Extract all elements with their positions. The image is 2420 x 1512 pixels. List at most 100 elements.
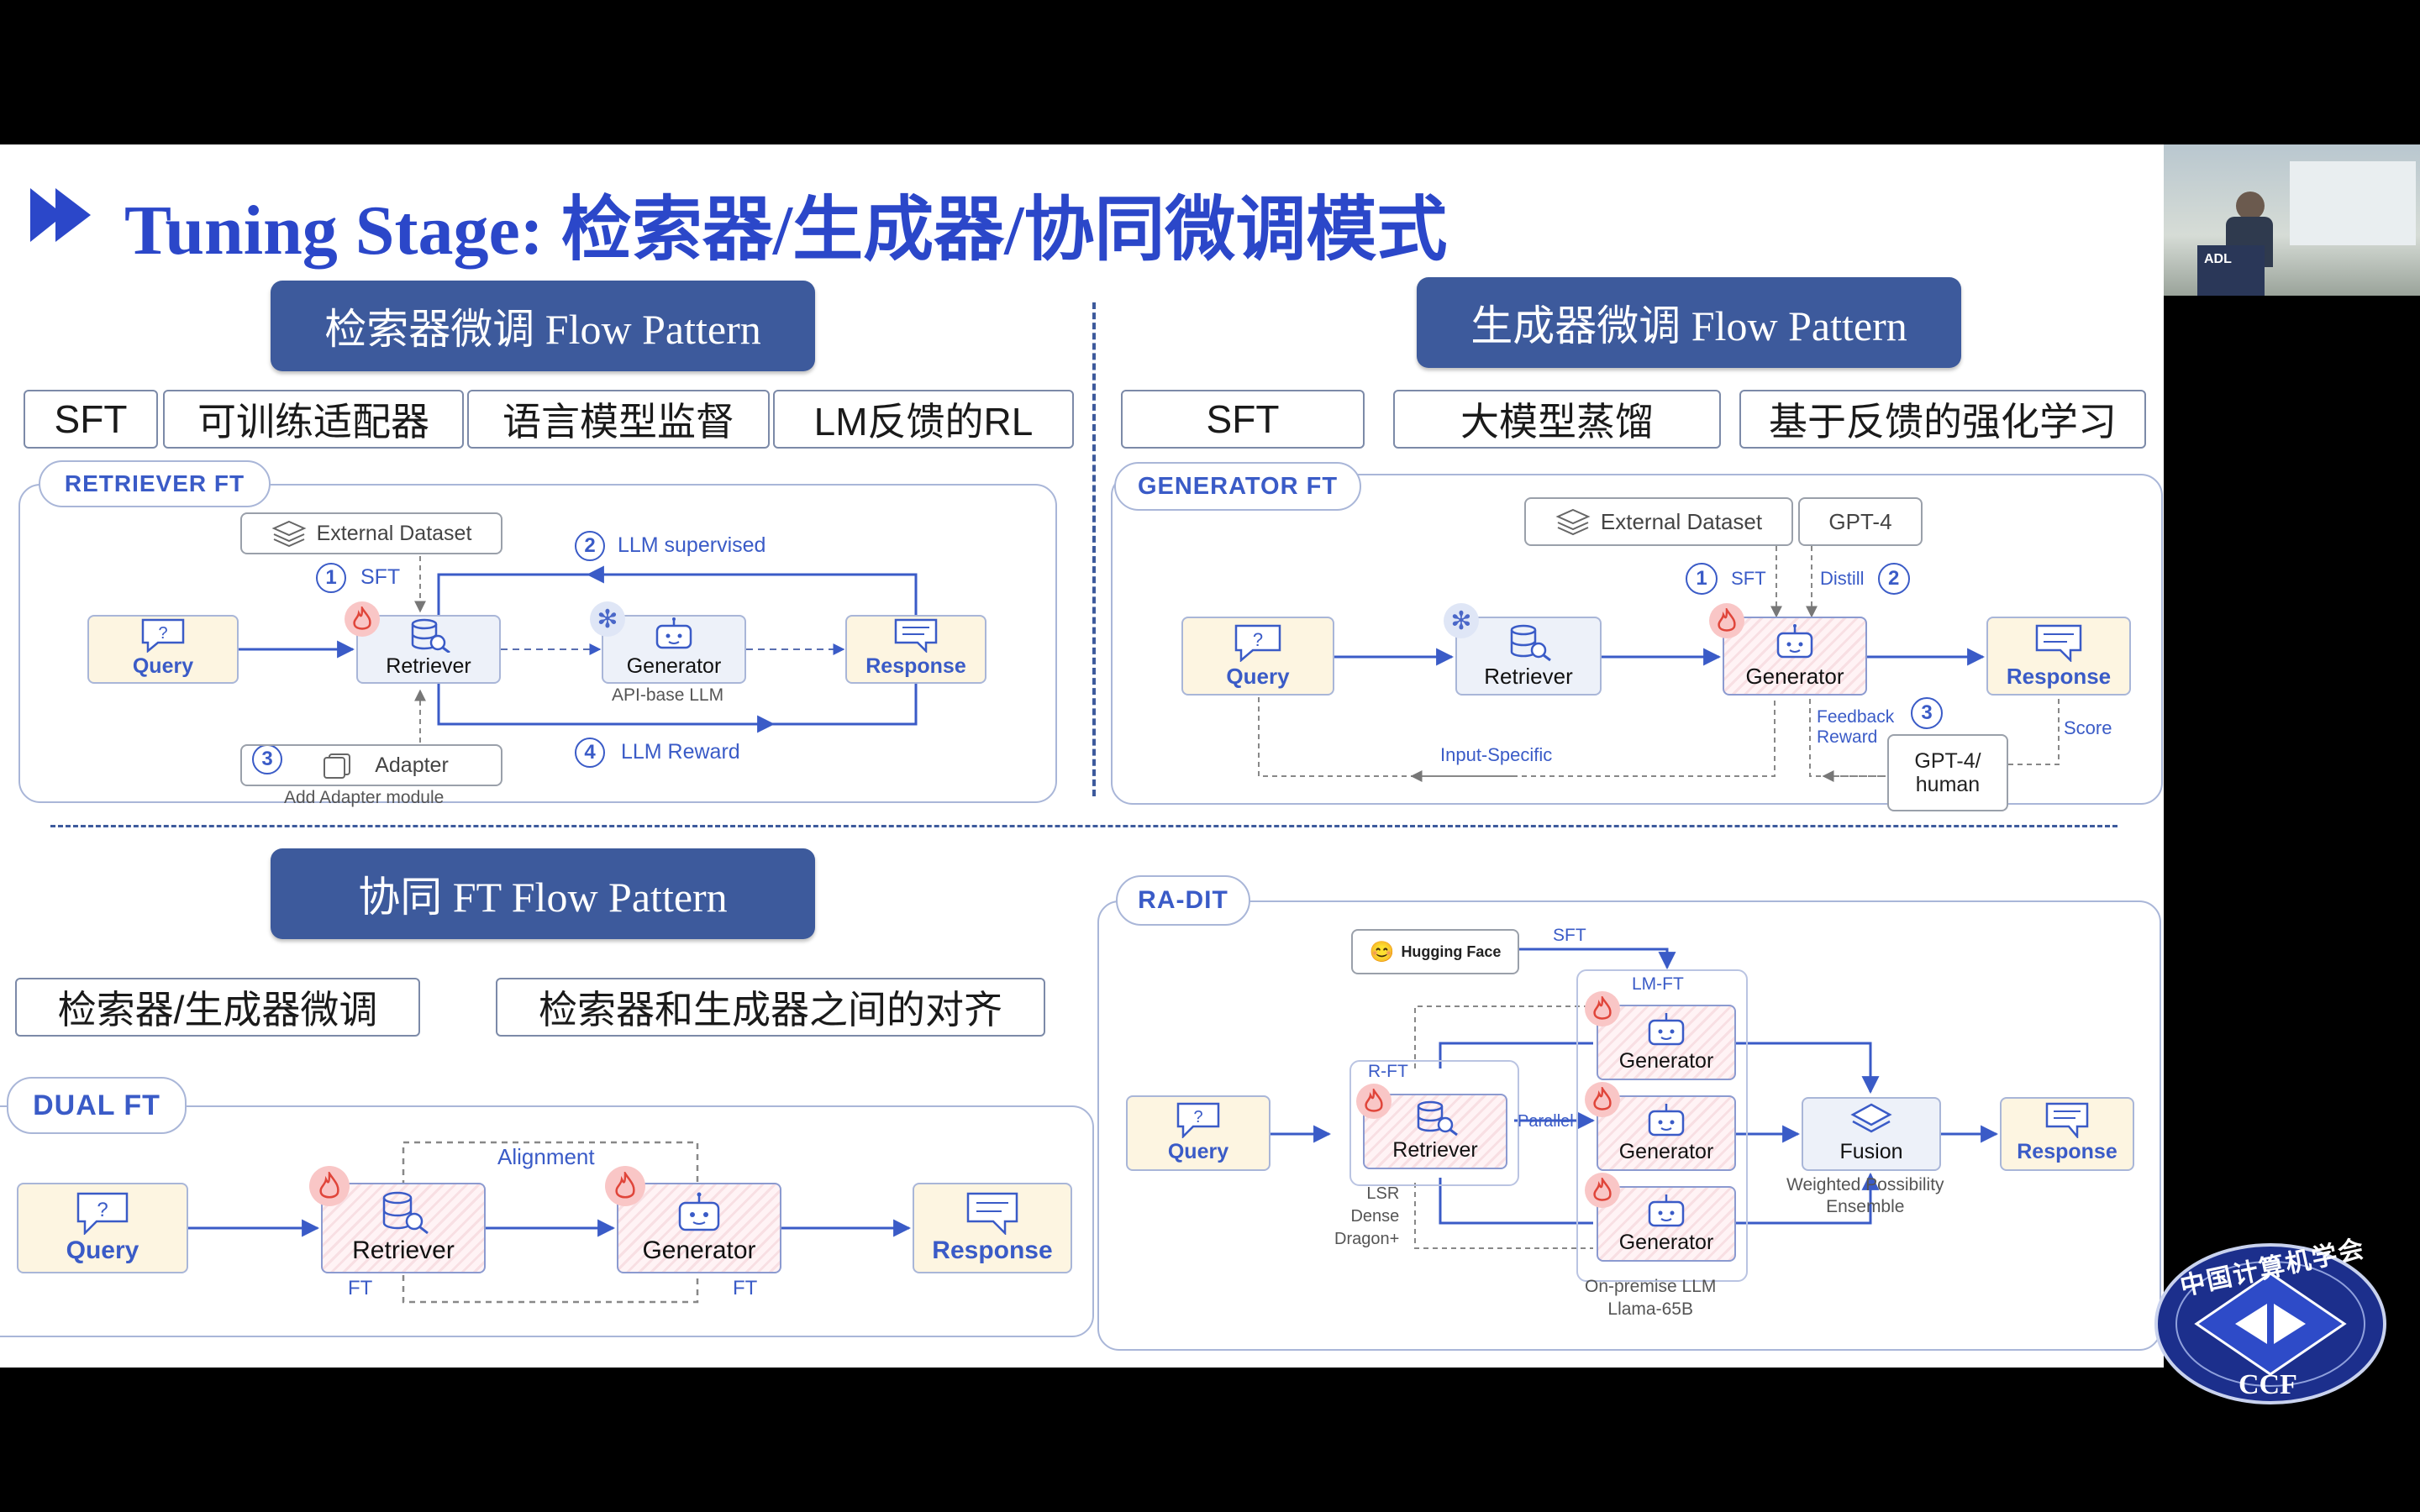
gft-query-label: Query bbox=[1226, 664, 1290, 689]
gft-feedback-num: 3 bbox=[1911, 697, 1943, 729]
fusion-notes: Weighted Possibility Ensemble bbox=[1786, 1174, 1944, 1218]
podium-sign: ADL bbox=[2204, 252, 2232, 266]
speaker-camera-feed: ADL bbox=[2164, 144, 2420, 296]
ra-dit-panel bbox=[1097, 900, 2161, 1351]
generator-ft-panel bbox=[1111, 474, 2163, 805]
rft-sft-step: 1 SFT bbox=[316, 563, 400, 593]
dual-ft-panel bbox=[0, 1105, 1094, 1337]
chip-distill: 大模型蒸馏 bbox=[1393, 390, 1721, 449]
parallel-label: Parallel bbox=[1518, 1112, 1574, 1131]
svg-text:?: ? bbox=[1193, 1108, 1202, 1126]
generator-flow-header: 生成器微调 Flow Pattern bbox=[1417, 277, 1961, 368]
r-ft-group bbox=[1349, 1060, 1519, 1186]
database-search-icon bbox=[1417, 1100, 1458, 1137]
rft-add-adapter-note: Add Adapter module bbox=[284, 788, 445, 807]
dual-ft-arrows bbox=[188, 1141, 912, 1304]
dual-generator-node: Generator bbox=[617, 1183, 781, 1273]
robot-icon bbox=[655, 617, 692, 649]
chip-adapter: 可训练适配器 bbox=[163, 390, 464, 449]
rft-retriever-node: Retriever bbox=[356, 615, 501, 684]
dual-generator-label: Generator bbox=[642, 1236, 756, 1264]
chip-feedback-rl: 基于反馈的强化学习 bbox=[1739, 390, 2146, 449]
ra-generator-node-1: Generator bbox=[1597, 1005, 1736, 1080]
snowflake-icon: ✻ bbox=[1444, 603, 1479, 638]
robot-icon bbox=[1648, 1013, 1685, 1046]
gft-retriever-label: Retriever bbox=[1484, 664, 1573, 689]
gft-sft-num: 1 bbox=[1686, 563, 1718, 595]
response-icon bbox=[894, 618, 938, 653]
gft-distill-step: Distill 2 bbox=[1820, 563, 1910, 595]
retriever-ft-arrows bbox=[239, 556, 918, 743]
query-icon: ? bbox=[141, 618, 185, 653]
lm-ft-label: LM-FT bbox=[1632, 974, 1684, 994]
collab-flow-header: 协同 FT Flow Pattern bbox=[271, 848, 815, 939]
rft-adapter-label: Adapter bbox=[375, 753, 449, 777]
retr-note-dragon: Dragon+ bbox=[1334, 1230, 1400, 1248]
llm-note-llama: Llama-65B bbox=[1607, 1299, 1693, 1319]
ra-query-node: ? Query bbox=[1126, 1095, 1270, 1171]
gft-gpt4-human-box: GPT-4/ human bbox=[1887, 734, 2008, 811]
dual-ft-left-label: FT bbox=[348, 1277, 373, 1299]
rft-llm-reward-step: 4 LLM Reward bbox=[575, 738, 740, 768]
layers-icon bbox=[1555, 508, 1591, 536]
rft-response-node: Response bbox=[845, 615, 986, 684]
rft-query-node: ? Query bbox=[87, 615, 239, 684]
fusion-icon bbox=[1850, 1103, 1892, 1133]
chip-lm-feedback-rl: LM反馈的RL bbox=[773, 390, 1074, 449]
svg-text:?: ? bbox=[97, 1199, 108, 1221]
play-arrow-icon bbox=[30, 188, 91, 242]
dual-query-node: ? Query bbox=[17, 1183, 188, 1273]
gft-input-specific-label: Input-Specific bbox=[1440, 744, 1553, 765]
response-icon bbox=[966, 1192, 1018, 1235]
gft-gpt4-box: GPT-4 bbox=[1798, 497, 1923, 546]
rft-sft-label: SFT bbox=[360, 565, 401, 589]
rft-external-dataset: External Dataset bbox=[240, 512, 502, 554]
ra-dit-sft-label: SFT bbox=[1553, 926, 1586, 945]
gft-distill-num: 2 bbox=[1877, 563, 1910, 595]
fire-icon bbox=[309, 1166, 350, 1206]
dual-response-label: Response bbox=[932, 1236, 1053, 1264]
gft-sft-label: SFT bbox=[1731, 568, 1766, 589]
rft-generator-node: Generator bbox=[602, 615, 746, 684]
retriever-ft-tab: RETRIEVER FT bbox=[39, 460, 271, 507]
horizontal-divider bbox=[50, 825, 2118, 827]
dual-response-node: Response bbox=[913, 1183, 1072, 1273]
slide: Tuning Stage: 检索器/生成器/协同微调模式 检索器微调 Flow … bbox=[0, 144, 2164, 1368]
gft-distill-label: Distill bbox=[1820, 568, 1865, 589]
dual-ft-right-label: FT bbox=[733, 1277, 758, 1299]
lm-ft-group bbox=[1576, 969, 1748, 1282]
gft-gpt4-human-line1: GPT-4/ bbox=[1914, 749, 1981, 773]
fire-icon bbox=[1585, 1173, 1620, 1208]
gft-feedback-label: Feedback bbox=[1817, 707, 1895, 727]
ra-fusion-label: Fusion bbox=[1839, 1140, 1903, 1163]
fire-icon bbox=[1585, 1082, 1620, 1117]
gft-external-dataset: External Dataset bbox=[1524, 497, 1793, 546]
fire-icon bbox=[605, 1166, 645, 1206]
gft-score-label: Score bbox=[2064, 717, 2112, 738]
gft-retriever-node: Retriever bbox=[1455, 617, 1602, 696]
fire-icon bbox=[345, 601, 380, 637]
speaker-head bbox=[2236, 192, 2265, 220]
ra-generator-label-3: Generator bbox=[1618, 1231, 1714, 1254]
ra-query-label: Query bbox=[1167, 1140, 1229, 1163]
llm-note-on-premise: On-premise LLM bbox=[1585, 1277, 1717, 1296]
ccf-abbr: CCF bbox=[2238, 1369, 2297, 1400]
dual-retriever-label: Retriever bbox=[352, 1236, 455, 1264]
gft-feedback-reward: Feedback Reward bbox=[1817, 707, 1894, 748]
slide-title: Tuning Stage: 检索器/生成器/协同微调模式 bbox=[124, 192, 1448, 270]
database-search-icon bbox=[382, 1191, 429, 1235]
rft-adapter-box: Adapter bbox=[240, 744, 502, 786]
robot-icon bbox=[1648, 1104, 1685, 1137]
svg-text:?: ? bbox=[1253, 629, 1263, 650]
database-search-icon bbox=[1510, 624, 1551, 662]
hugging-face-box: 😊 Hugging Face bbox=[1351, 929, 1519, 974]
gft-generator-label: Generator bbox=[1745, 664, 1844, 689]
copy-icon bbox=[324, 753, 351, 779]
rft-generator-label: Generator bbox=[626, 654, 722, 678]
llm-notes: On-premise LLM Llama-65B bbox=[1585, 1275, 1716, 1320]
ra-dit-arrows bbox=[1270, 948, 1999, 1249]
response-icon bbox=[2045, 1102, 2089, 1138]
retr-note-dense: Dense bbox=[1350, 1207, 1400, 1226]
gft-generator-node: Generator bbox=[1723, 617, 1867, 696]
hugging-face-label: Hugging Face bbox=[1401, 942, 1502, 960]
